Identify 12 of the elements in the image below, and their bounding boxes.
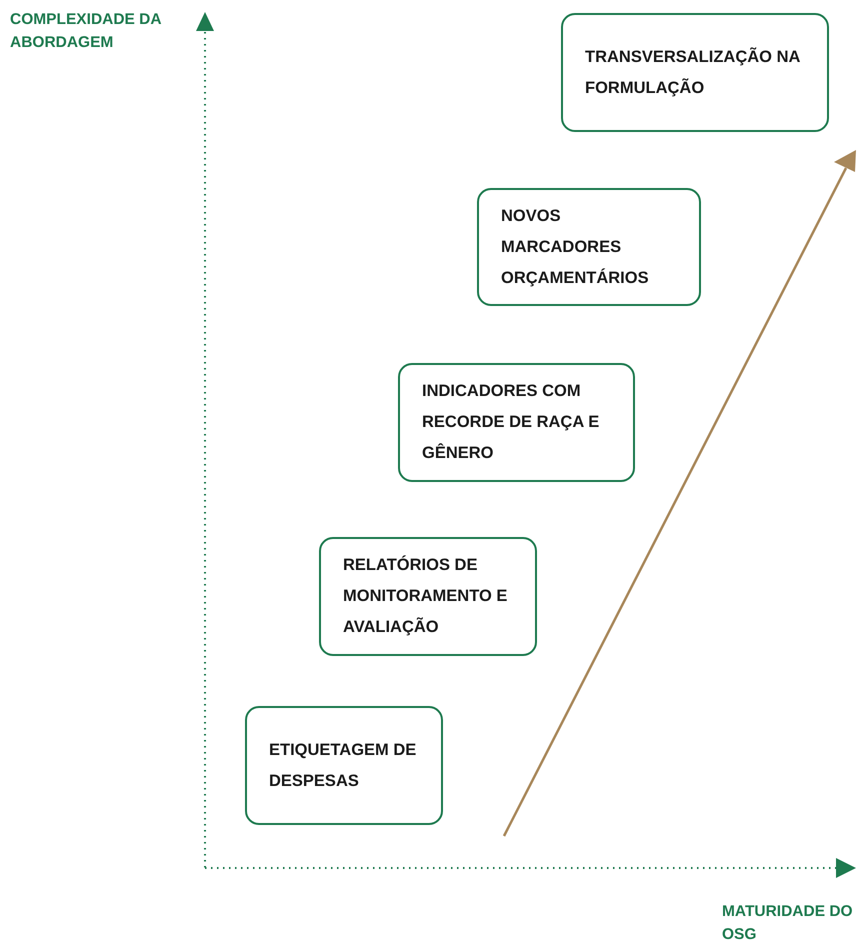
- axis-title: COMPLEXIDADE DA ABORDAGEM: [10, 10, 162, 53]
- stage-box: [319, 537, 537, 656]
- stage-label: NOVOS MARCADORES ORÇAMENTÁRIOS: [501, 206, 650, 288]
- stage-label: ETIQUETAGEM DE DESPESAS: [269, 740, 418, 792]
- stage-box: [398, 363, 635, 482]
- stage-box: [245, 706, 443, 825]
- stage-label: RELATÓRIOS DE MONITORAMENTO E AVALIAÇÃO: [343, 554, 508, 638]
- axis-title: MATURIDADE DO OSG: [722, 902, 854, 945]
- stage-box: [477, 188, 701, 306]
- stage-box: [561, 13, 829, 132]
- stage-label: TRANSVERSALIZAÇÃO NA FORMULAÇÃO: [585, 46, 801, 98]
- stage-label: INDICADORES COM RECORDE DE RAÇA E GÊNERO: [422, 381, 600, 464]
